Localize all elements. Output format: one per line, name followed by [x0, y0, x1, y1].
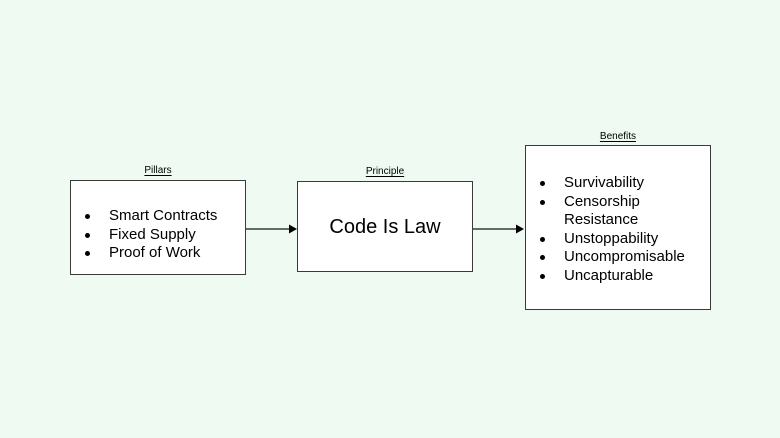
node-principle-box: Code Is Law [297, 181, 473, 272]
list-item: Censorship Resistance [526, 193, 710, 230]
node-pillars-box: Smart Contracts Fixed Supply Proof of Wo… [70, 180, 246, 275]
node-benefits-label: Benefits [599, 131, 637, 142]
list-item: Uncompromisable [526, 248, 710, 267]
list-item: Proof of Work [71, 244, 245, 263]
node-principle-text: Code Is Law [329, 216, 441, 238]
list-item: Uncapturable [526, 267, 710, 286]
node-principle-label: Principle [365, 166, 405, 177]
connector-principle-to-benefits [473, 221, 525, 237]
pillars-list: Smart Contracts Fixed Supply Proof of Wo… [71, 207, 245, 263]
node-pillars-label: Pillars [144, 165, 172, 176]
connector-pillars-to-principle [246, 221, 298, 237]
list-item: Fixed Supply [71, 226, 245, 245]
list-item: Unstoppability [526, 230, 710, 249]
node-benefits-box: Survivability Censorship Resistance Unst… [525, 145, 711, 310]
list-item: Survivability [526, 174, 710, 193]
list-item: Smart Contracts [71, 207, 245, 226]
benefits-list: Survivability Censorship Resistance Unst… [526, 174, 710, 285]
